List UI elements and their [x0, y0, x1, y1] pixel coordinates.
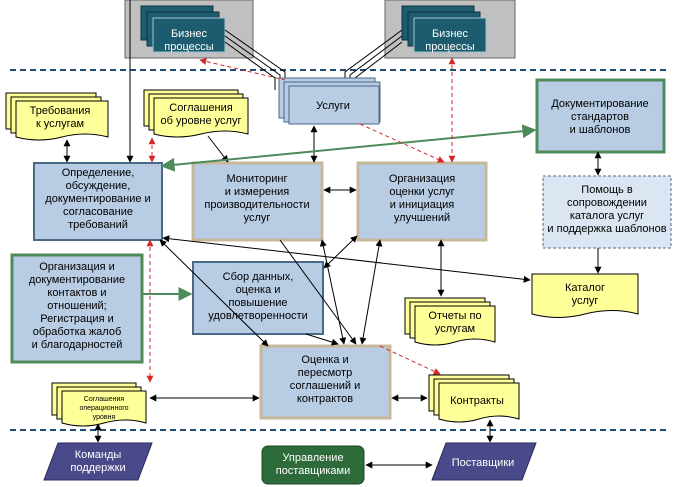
biz-right-line: Бизнес: [432, 28, 469, 40]
contacts-line: Организация и: [39, 261, 115, 273]
ola-text: Соглашения операционного уровня: [79, 396, 128, 421]
collect-line: Сбор данных,: [223, 271, 294, 283]
evaluate-line: оценки услуг: [389, 186, 454, 198]
define-node: Определение,обсуждение,документирование …: [33, 162, 163, 241]
sla-doc-line: Соглашения: [169, 102, 233, 114]
contacts-line: Регистрация и: [40, 313, 114, 325]
monitor-line: производительности: [204, 199, 309, 211]
contacts-line: отношений;: [47, 300, 106, 312]
help-line: Помощь в: [581, 184, 633, 196]
red-connectors: [146, 57, 456, 383]
collect-line: повышение: [228, 297, 287, 309]
catalog-line: Каталог: [565, 282, 605, 294]
define-text: Определение,обсуждение,документирование …: [45, 167, 150, 231]
contacts-line: контактов и: [47, 287, 106, 299]
teams-line: поддержки: [70, 462, 125, 474]
define-line: документирование и: [45, 193, 150, 205]
ola-line: уровня: [93, 414, 116, 421]
suppliers-node: Поставщики: [431, 442, 537, 481]
contacts-line: обработка жалоб: [33, 326, 122, 338]
suppliers-mgmt-line: Управление: [282, 452, 343, 464]
evaluate-line: и инициация: [390, 199, 455, 211]
define-line: Определение,: [62, 167, 135, 179]
define-line: требований: [68, 219, 128, 231]
ola-line: Соглашения: [84, 396, 125, 403]
review-line: контрактов: [297, 393, 353, 405]
std-doc-line: стандартов: [571, 111, 629, 123]
std-doc-line: Документирование: [551, 98, 648, 110]
monitor-line: Мониторинг: [226, 173, 287, 185]
ola-line: операционного: [79, 405, 128, 412]
req-doc-line: к услугам: [36, 118, 84, 130]
evaluate-line: улучшений: [394, 212, 450, 224]
biz-left-line: Бизнес: [171, 28, 208, 40]
review-line: соглашений и: [290, 380, 361, 392]
biz-left-line: процессы: [164, 41, 213, 53]
ola-node: Соглашения операционного уровня: [51, 382, 147, 427]
contracts-node: Контракты: [428, 374, 520, 423]
contacts-line: документирование: [29, 274, 125, 286]
suppliers-text: Поставщики: [452, 457, 515, 469]
help-line: каталога услуг: [570, 210, 644, 222]
contracts-line: Контракты: [450, 395, 504, 407]
collect-line: удовлетворенности: [208, 310, 308, 322]
review-line: Оценка и: [301, 354, 348, 366]
define-line: согласование: [63, 206, 133, 218]
contacts-line: и благодарностей: [32, 339, 123, 351]
teams-line: Команды: [75, 449, 122, 461]
help-line: сопровождении: [567, 197, 647, 209]
help-line: и поддержка шаблонов: [547, 223, 666, 235]
review-line: пересмотр: [298, 367, 352, 379]
services-line: Услуги: [316, 100, 350, 112]
monitor-line: услуг: [244, 212, 271, 224]
sla-doc-line: об уровне услуг: [161, 115, 242, 127]
define-line: обсуждение,: [66, 180, 131, 192]
services-node: Услуги: [278, 77, 381, 125]
collect-line: оценка и: [236, 284, 281, 296]
reports-line: услугам: [435, 323, 475, 335]
monitor-line: и измерения: [225, 186, 290, 198]
reports-line: Отчеты по: [428, 310, 481, 322]
evaluate-line: Организация: [389, 173, 455, 185]
contracts-text: Контракты: [450, 395, 504, 407]
suppliers-mgmt-line: поставщиками: [276, 465, 351, 477]
suppliers-line: Поставщики: [452, 457, 515, 469]
catalog-line: услуг: [572, 295, 599, 307]
biz-right-line: процессы: [425, 41, 474, 53]
services-text: Услуги: [316, 100, 350, 112]
std-doc-line: и шаблонов: [570, 124, 631, 136]
req-doc-line: Требования: [30, 105, 91, 117]
